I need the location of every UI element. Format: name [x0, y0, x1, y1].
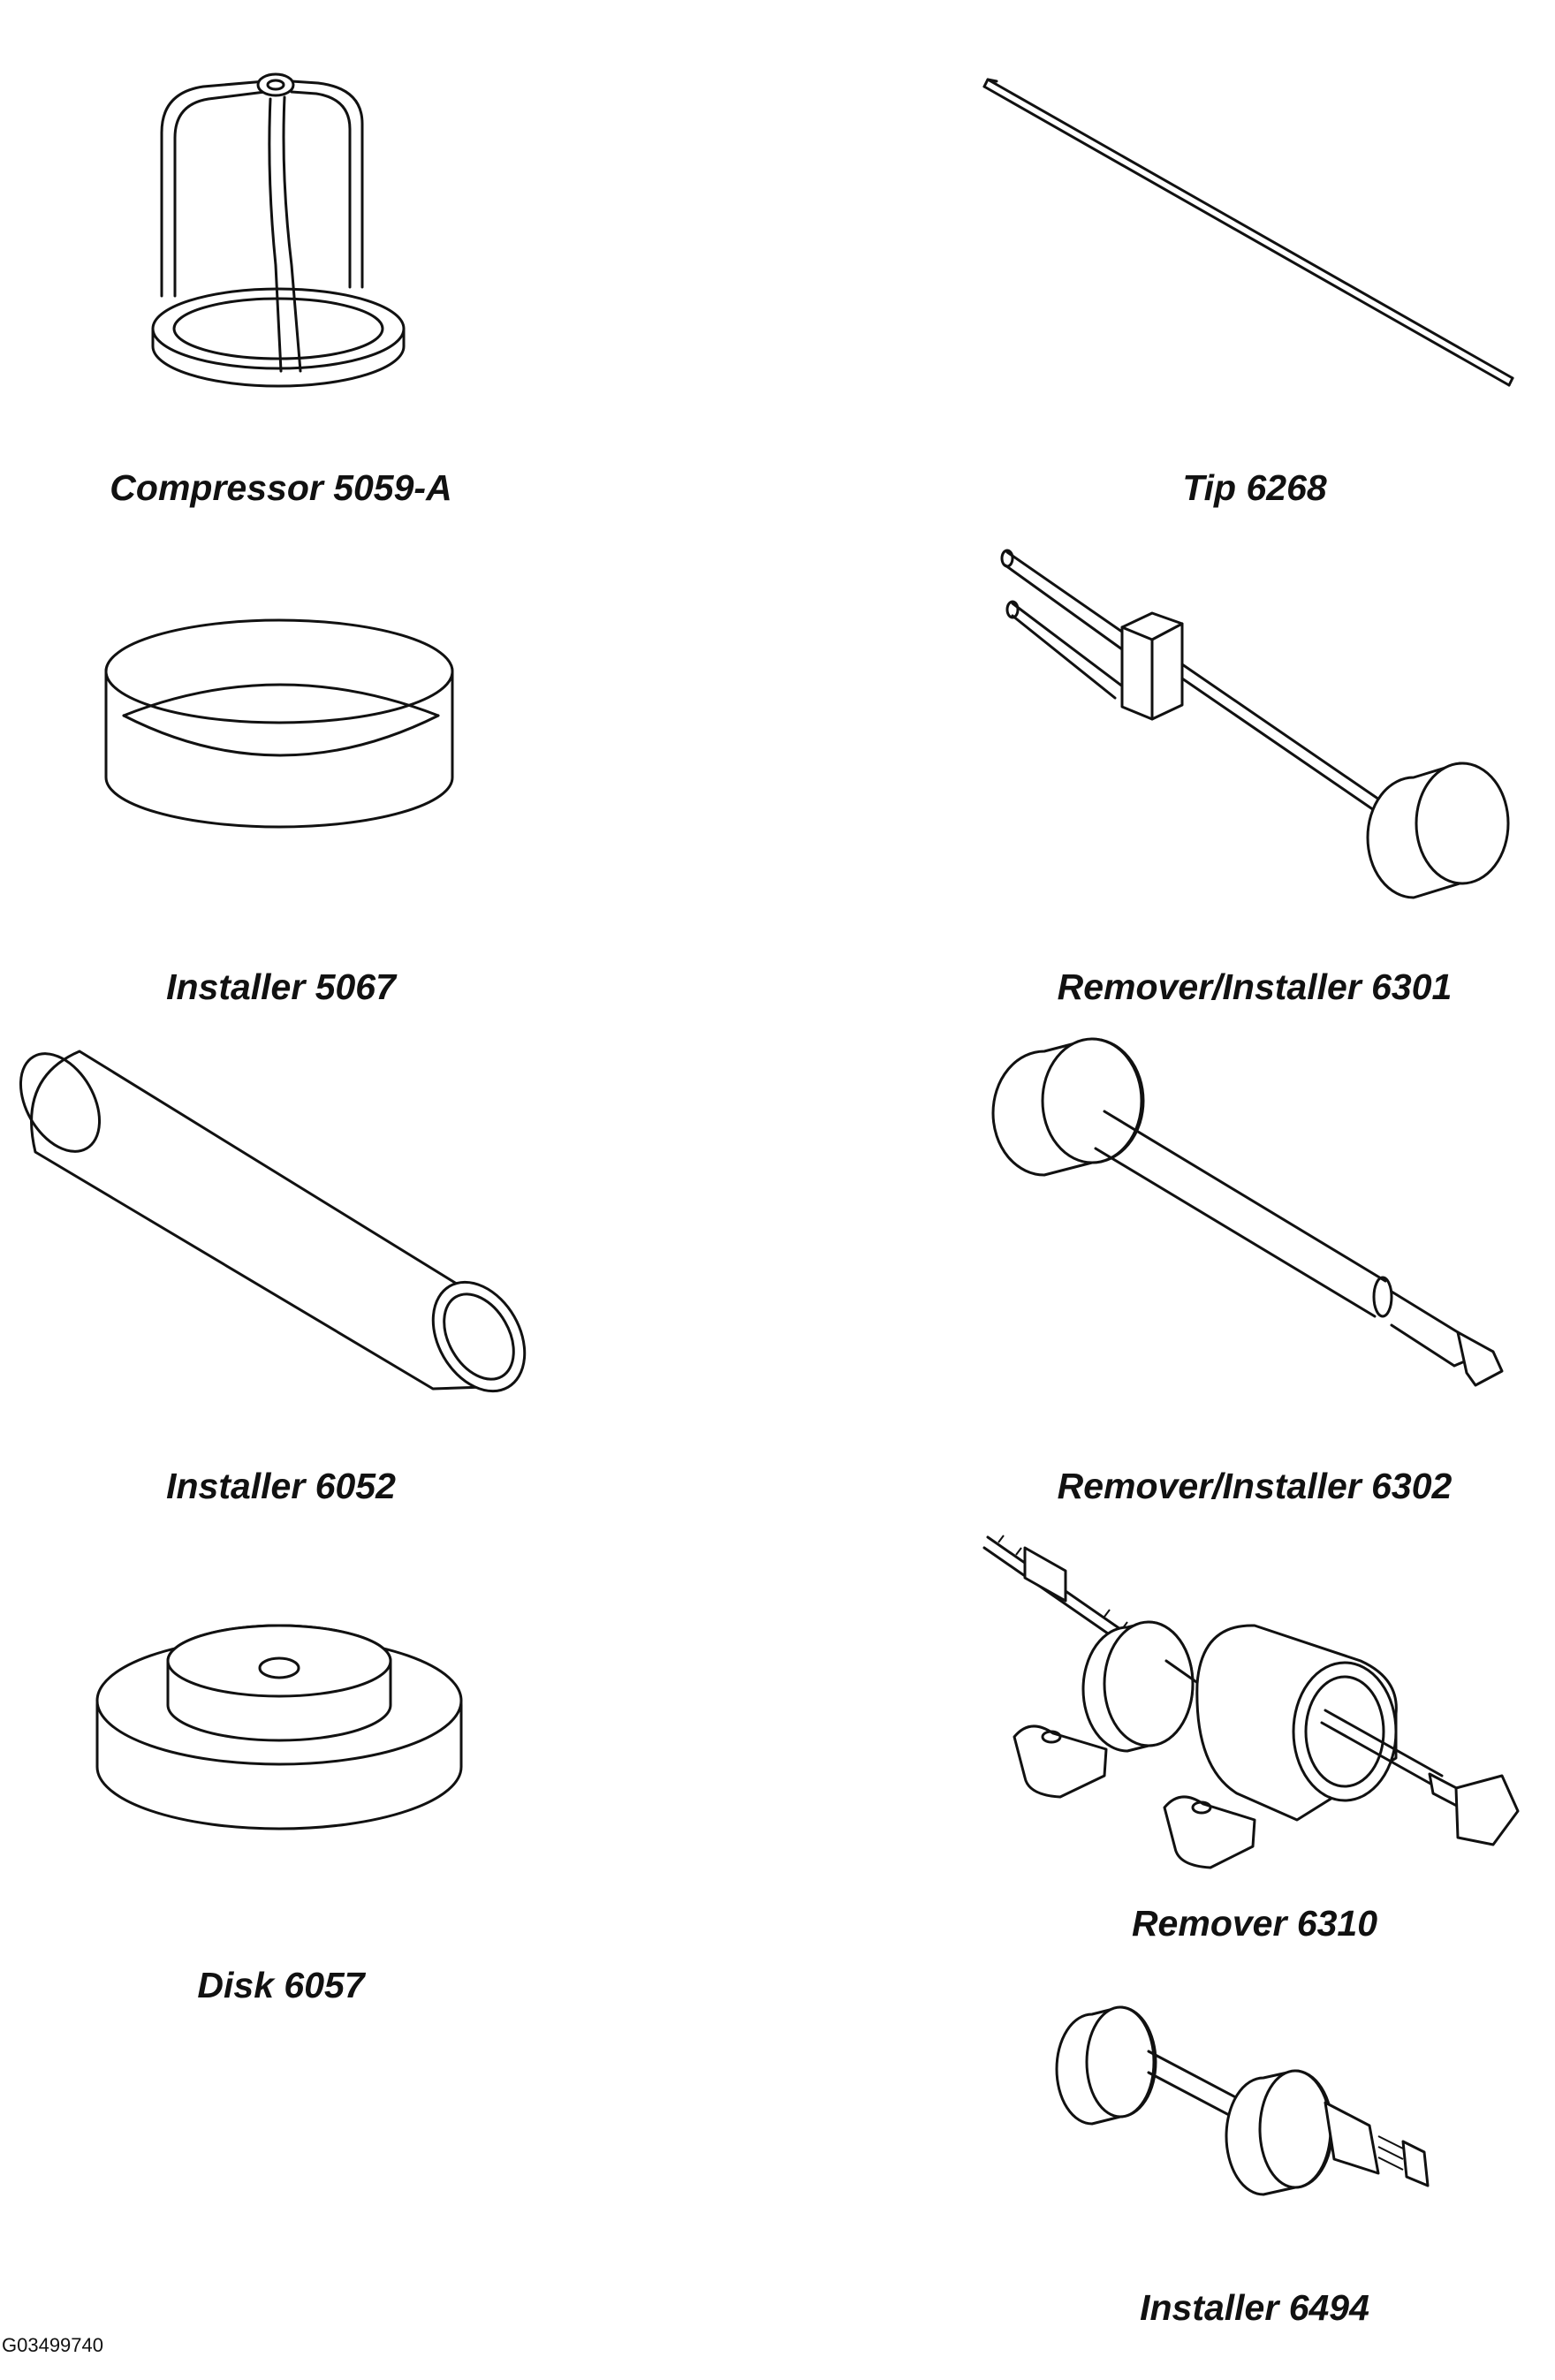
tool-label-disk: Disk 6057 [197, 1965, 365, 2005]
tool-label-remover-installer-6301: Remover/Installer 6301 [1057, 966, 1453, 1007]
tool-label-compressor: Compressor 5059-A [110, 467, 452, 508]
tool-label-remover-installer-6302: Remover/Installer 6302 [1057, 1466, 1453, 1506]
remover-installer-6302-icon [991, 1037, 1504, 1387]
tool-label-installer-6494: Installer 6494 [1140, 2287, 1369, 2328]
tool-label-installer-5067: Installer 5067 [166, 966, 396, 1007]
spring-compressor-icon [151, 72, 406, 388]
tool-label-installer-6052: Installer 6052 [166, 1466, 396, 1506]
tool-label-tip: Tip 6268 [1182, 467, 1327, 508]
ring-installer-icon [104, 618, 454, 829]
tip-rod-icon [982, 78, 1514, 387]
tube-installer-icon [19, 1050, 527, 1393]
figure-id: G03499740 [2, 2334, 103, 2356]
disk-icon [95, 1624, 463, 1830]
remover-installer-6301-icon [1000, 549, 1510, 899]
puller-remover-icon [982, 1535, 1520, 1869]
tool-label-remover-6310: Remover 6310 [1131, 1903, 1378, 1944]
installer-6494-icon [1055, 2005, 1430, 2196]
